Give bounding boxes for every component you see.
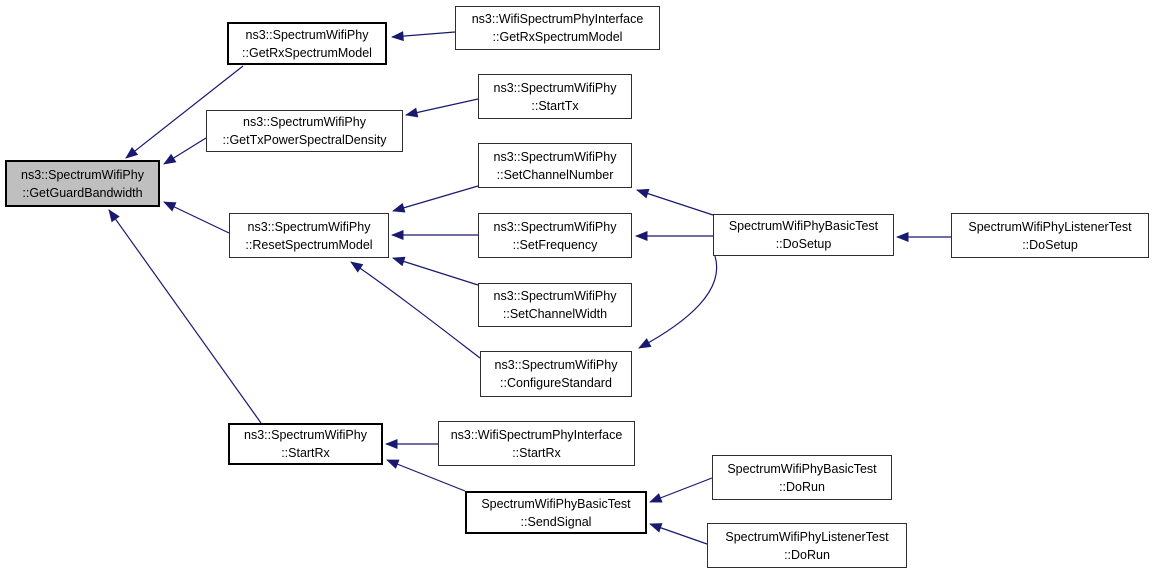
edge-startrx-to-getguardbandwidth [108,209,262,424]
node-label-line2: ::GetRxSpectrumModel [242,45,372,60]
node-label-line2: ::GetTxPowerSpectralDensity [222,133,387,147]
node-start-tx[interactable]: ns3::SpectrumWifiPhy ::StartTx [478,74,632,119]
node-label-line1: SpectrumWifiPhyBasicTest [481,496,631,511]
node-listener-test-do-setup[interactable]: SpectrumWifiPhyListenerTest ::DoSetup [951,213,1149,258]
node-label-line1: ns3::SpectrumWifiPhy [493,149,617,164]
node-label-line1: ns3::SpectrumWifiPhy [493,289,617,303]
node-label-line2: ::DoSetup [1022,237,1078,252]
node-label-line2: ::GetGuardBandwidth [22,185,143,200]
edge-configurestandard-to-resetspectrummodel [350,261,481,359]
node-spectrum-get-rx-spectrum-model[interactable]: ns3::SpectrumWifiPhy ::GetRxSpectrumMode… [227,22,387,65]
node-set-channel-width[interactable]: ns3::SpectrumWifiPhy ::SetChannelWidth [478,283,632,327]
node-label-line2: ::StartRx [281,446,330,460]
edge-dosetup-to-setchannelnumber [636,188,714,216]
node-basic-test-do-run[interactable]: SpectrumWifiPhyBasicTest ::DoRun [712,455,892,500]
node-label-line1: ns3::SpectrumWifiPhy [245,27,369,42]
edge-listener-dorun-to-sendsignal [649,523,708,545]
node-label-line1: ns3::SpectrumWifiPhy [243,115,366,129]
edge-interface-getrxspectrummodel-to-getrxspectrummodel [391,31,456,42]
node-label-line2: ::StartTx [531,98,579,113]
edge-gettxpowerspectraldensity-to-getguardbandwidth [163,137,207,165]
node-label-line1: SpectrumWifiPhyBasicTest [727,461,877,476]
node-label-line1: SpectrumWifiPhyBasicTest [728,219,879,233]
node-label-line2: ::DoRun [784,547,830,562]
node-send-signal[interactable]: SpectrumWifiPhyBasicTest ::SendSignal [465,491,647,534]
node-label-line2: ::ConfigureStandard [500,376,612,390]
node-label-line1: ns3::WifiSpectrumPhyInterface [471,12,644,26]
node-label-line2: ::SetChannelNumber [496,167,614,182]
edge-sendsignal-to-startrx [386,459,466,492]
node-label-line1: ns3::SpectrumWifiPhy [21,167,144,182]
node-label-line1: SpectrumWifiPhyListenerTest [725,529,889,544]
node-set-frequency[interactable]: ns3::SpectrumWifiPhy ::SetFrequency [478,213,632,258]
edge-setchannelnumber-to-resetspectrummodel [392,185,479,213]
node-label-line1: ns3::SpectrumWifiPhy [493,80,617,95]
edge-dorun-to-sendsignal [649,477,713,503]
node-label-line1: ns3::SpectrumWifiPhy [244,428,367,442]
node-label-line2: ::SendSignal [520,514,592,529]
node-get-guard-bandwidth: ns3::SpectrumWifiPhy ::GetGuardBandwidth [5,160,160,207]
node-label-line1: ns3::WifiSpectrumPhyInterface [450,427,623,442]
node-interface-get-rx-spectrum-model[interactable]: ns3::WifiSpectrumPhyInterface ::GetRxSpe… [455,6,660,50]
node-label-line1: ns3::SpectrumWifiPhy [494,358,618,372]
node-label-line2: ::GetRxSpectrumModel [492,30,623,44]
node-listener-test-do-run[interactable]: SpectrumWifiPhyListenerTest ::DoRun [707,523,907,568]
edge-getrxspectrummodel-to-getguardbandwidth [125,65,244,159]
node-label-line1: ns3::SpectrumWifiPhy [493,219,617,234]
node-label-line2: ::StartRx [512,445,561,460]
node-start-rx[interactable]: ns3::SpectrumWifiPhy ::StartRx [228,423,383,465]
node-label-line2: ::ResetSpectrumModel [245,237,373,252]
node-get-tx-power-spectral-density[interactable]: ns3::SpectrumWifiPhy ::GetTxPowerSpectra… [206,110,403,152]
edge-setchannelwidth-to-resetspectrummodel [392,256,479,286]
node-configure-standard[interactable]: ns3::SpectrumWifiPhy ::ConfigureStandard [480,351,632,397]
node-label-line2: ::SetFrequency [512,237,598,252]
edge-resetspectrummodel-to-getguardbandwidth [163,201,230,234]
node-label-line2: ::DoSetup [775,237,832,251]
edge-dosetup-to-configurestandard [638,255,718,349]
node-set-channel-number[interactable]: ns3::SpectrumWifiPhy ::SetChannelNumber [478,143,632,188]
node-label-line2: ::DoRun [779,479,825,494]
node-basic-test-do-setup[interactable]: SpectrumWifiPhyBasicTest ::DoSetup [713,214,894,256]
node-reset-spectrum-model[interactable]: ns3::SpectrumWifiPhy ::ResetSpectrumMode… [229,213,389,258]
edge-starttx-to-gettxpowerspectraldensity [405,98,479,118]
node-label-line2: ::SetChannelWidth [502,307,608,321]
node-interface-start-rx[interactable]: ns3::WifiSpectrumPhyInterface ::StartRx [438,421,635,466]
node-label-line1: ns3::SpectrumWifiPhy [247,219,371,234]
node-label-line1: SpectrumWifiPhyListenerTest [968,219,1132,234]
